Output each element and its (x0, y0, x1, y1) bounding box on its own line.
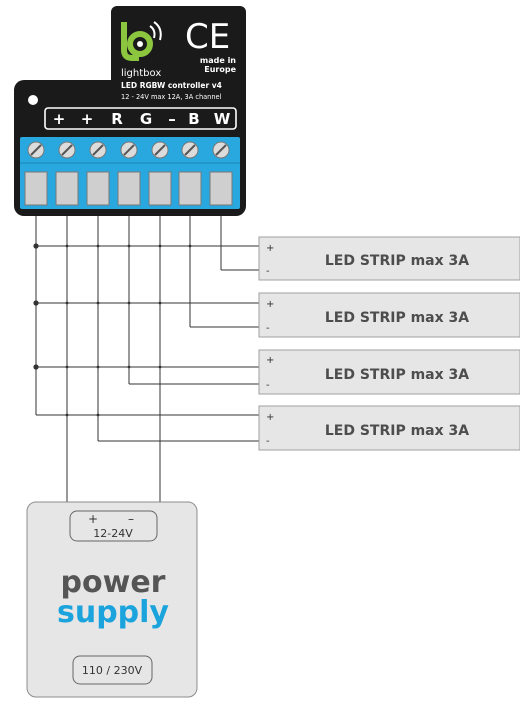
power-supply: + – 12-24V power supply 110 / 230V (26, 501, 198, 698)
strip-2-plus-label: + (266, 299, 274, 310)
mounting-hole (28, 95, 38, 105)
wires (35, 212, 260, 503)
controller: lightbox CE made in Europe LED RGBW cont… (14, 6, 246, 216)
dc-voltage-label: 12-24V (93, 527, 133, 540)
strip-4-label: LED STRIP max 3A (325, 423, 469, 439)
led-strip-4: + - LED STRIP max 3A (258, 405, 520, 451)
strip-2-label: LED STRIP max 3A (325, 310, 469, 326)
terminal-clamp (148, 171, 172, 206)
terminal-screw-icon (58, 141, 76, 159)
strip-3-minus-label: - (266, 380, 270, 391)
terminal-clamp (24, 171, 48, 206)
ac-voltage-label: 110 / 230V (82, 664, 143, 677)
dc-plus-label: + (88, 512, 98, 526)
spec-label: 12 - 24V max 12A, 3A channel (121, 93, 222, 101)
led-strip-3: + - LED STRIP max 3A (258, 349, 520, 395)
brand-name: lightbox (121, 68, 161, 79)
terminal-clamp (55, 171, 79, 206)
strip-1-minus-label: - (266, 266, 270, 277)
terminal-clamp (209, 171, 233, 206)
led-strip-2: + - LED STRIP max 3A (258, 292, 520, 338)
ac-input-terminal (72, 655, 153, 685)
terminal-screw-icon (120, 141, 138, 159)
made-in-country: Europe (204, 65, 236, 74)
ce-mark-icon: CE (185, 17, 230, 57)
terminal-screws (27, 141, 230, 159)
terminal-screw-icon (151, 141, 169, 159)
junctions (33, 243, 192, 417)
terminal-screw-icon (27, 141, 45, 159)
strip-1-plus-label: + (266, 243, 274, 254)
terminal-screw-icon (212, 141, 230, 159)
made-in-label: made in (200, 56, 236, 65)
terminal-label-b: B (188, 110, 199, 128)
led-strip-1: + - LED STRIP max 3A (258, 236, 520, 281)
lightbox-logo-icon (121, 21, 162, 61)
terminal-label-minus: – (168, 110, 176, 128)
terminal-screw-icon (181, 141, 199, 159)
strip-3-label: LED STRIP max 3A (325, 367, 469, 383)
terminal-clamp (117, 171, 141, 206)
terminal-label-w: W (214, 110, 231, 128)
terminal-clamps (24, 171, 233, 206)
strip-1-label: LED STRIP max 3A (325, 253, 469, 269)
terminal-clamp (178, 171, 202, 206)
terminal-label-frame (44, 107, 237, 130)
supply-title: supply (57, 595, 169, 630)
model-label: LED RGBW controller v4 (121, 81, 222, 90)
terminal-label-plus2: + (81, 110, 94, 128)
terminal-label-r: R (111, 110, 123, 128)
strip-4-minus-label: - (266, 436, 270, 447)
led-strips: + - LED STRIP max 3A + - LED STRIP max 3… (258, 236, 520, 451)
terminal-clamp (86, 171, 110, 206)
terminal-label-plus1: + (53, 110, 66, 128)
dc-minus-label: – (128, 512, 134, 526)
power-supply-box (26, 501, 198, 698)
terminal-labels: + + R G – B W (53, 110, 231, 128)
terminal-label-g: G (140, 110, 152, 128)
power-title: power (61, 565, 166, 600)
strip-3-plus-label: + (266, 355, 274, 366)
strip-2-minus-label: - (266, 323, 270, 334)
strip-4-plus-label: + (266, 412, 274, 423)
dc-output-terminal (69, 510, 158, 542)
controller-top (111, 6, 246, 101)
terminal-screw-icon (89, 141, 107, 159)
